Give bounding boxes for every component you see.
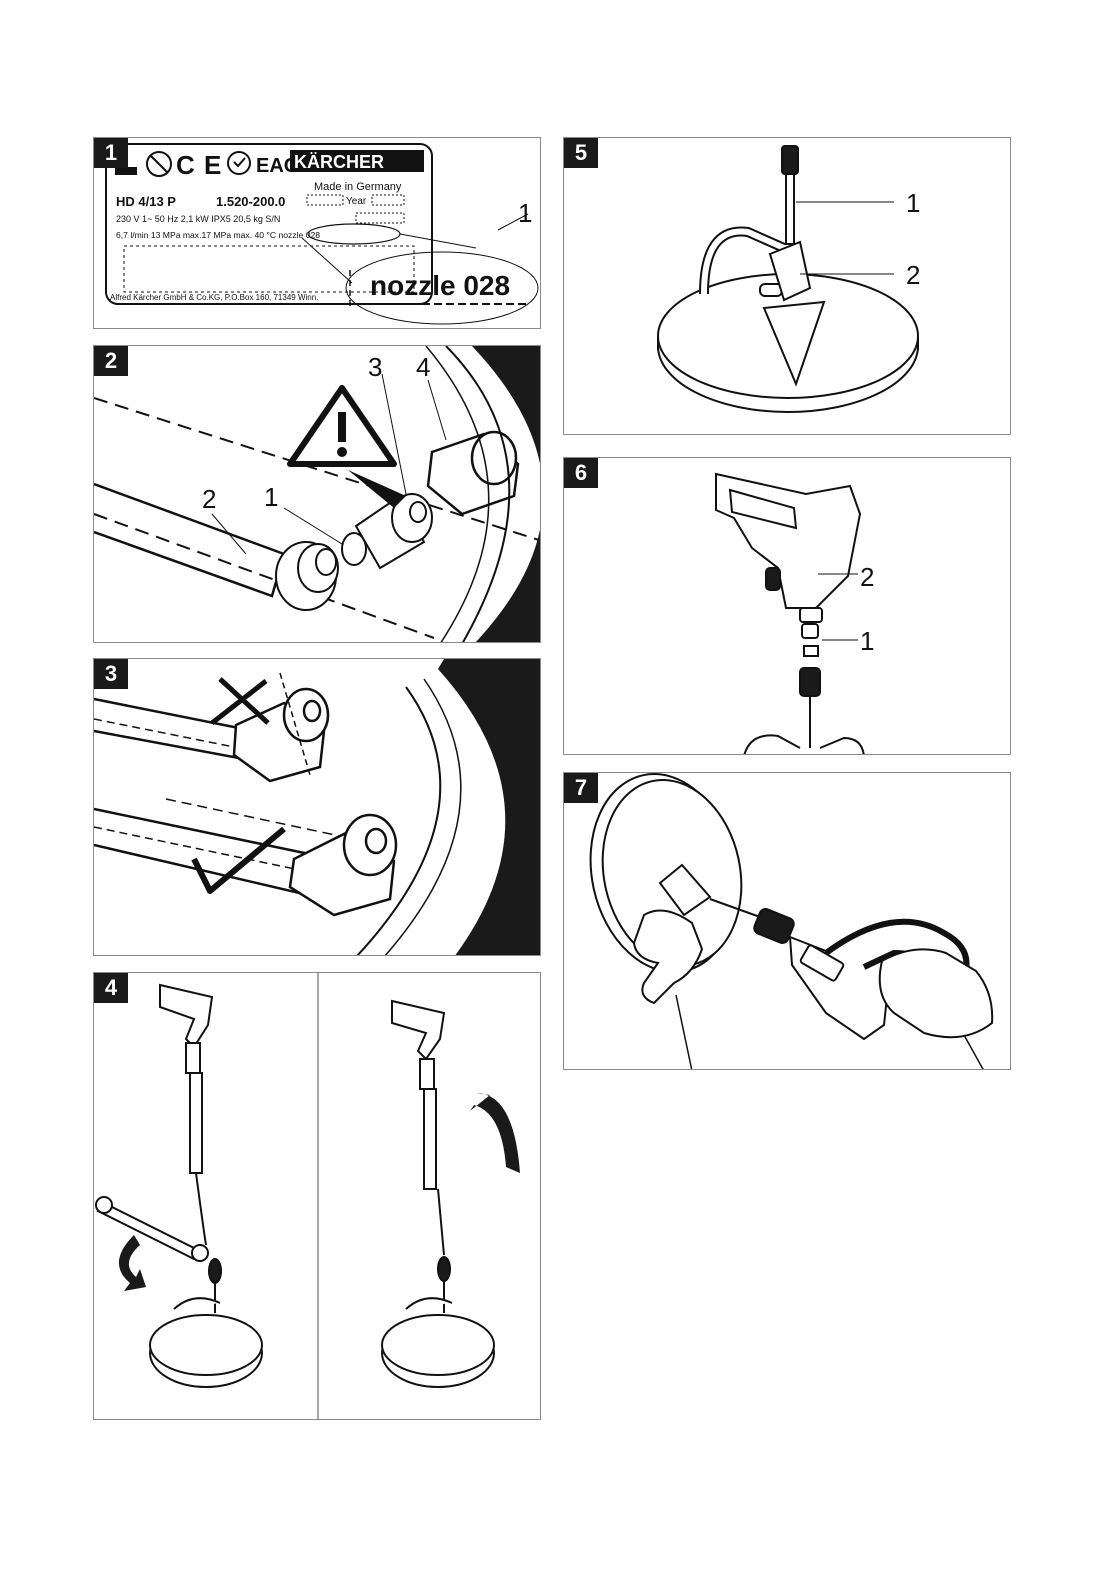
- made-in-text: Made in Germany: [314, 181, 402, 193]
- panel-step-7: 7: [563, 772, 1011, 1070]
- callout-2: 2: [202, 484, 216, 514]
- address-line: Alfred Kärcher GmbH & Co.KG, P.O.Box 160…: [110, 293, 318, 302]
- step-number-badge: 2: [94, 346, 128, 376]
- rotate-arrow-icon-2: [470, 1093, 520, 1173]
- step-number-badge: 3: [94, 659, 128, 689]
- callout-4: 4: [416, 352, 430, 382]
- brand-logo: KÄRCHER: [294, 152, 384, 172]
- step-number-badge: 4: [94, 973, 128, 1003]
- panel-step-3: 3: [93, 658, 541, 956]
- panel-step-2: 2: [93, 345, 541, 643]
- callout-1: 1: [518, 198, 532, 228]
- lance-install-illustration: [94, 973, 541, 1420]
- callout-3: 3: [368, 352, 382, 382]
- nameplate-illustration: C E EAC KÄRCHER Made in Germany HD 4/13 …: [94, 138, 541, 329]
- callout-2: 2: [906, 260, 920, 290]
- step-number-badge: 6: [564, 458, 598, 488]
- rotate-arrow-icon: [119, 1235, 146, 1291]
- step-number-badge: 7: [564, 773, 598, 803]
- panel-step-6: 6 2 1: [563, 457, 1011, 755]
- panel-step-5: 5 1 2: [563, 137, 1011, 435]
- left-hand-icon: [634, 911, 702, 1004]
- panel-step-1: 1 C E EAC KÄRCHER Made in Germany HD 4/1…: [93, 137, 541, 329]
- assembled-unit-illustration: [564, 773, 1011, 1070]
- part-number-text: 1.520-200.0: [216, 194, 285, 209]
- model-text: HD 4/13 P: [116, 194, 176, 209]
- gun-adapter-illustration: 2 1: [564, 458, 1011, 755]
- nozzle-zoom-text: nozzle 028: [370, 270, 510, 301]
- incorrect-x-icon: [212, 679, 268, 723]
- wrench-icon: [96, 1197, 208, 1261]
- step-number-badge: 5: [564, 138, 598, 168]
- ce-mark-2: E: [204, 150, 221, 180]
- ce-mark: C: [176, 150, 195, 180]
- step-number-badge: 1: [94, 138, 128, 168]
- callout-2: 2: [860, 562, 874, 592]
- right-hand-icon: [880, 949, 992, 1037]
- callout-1: 1: [264, 482, 278, 512]
- spec-line: 230 V 1~ 50 Hz 2,1 kW IPX5 20,5 kg S/N: [116, 214, 280, 224]
- panel-step-4: 4: [93, 972, 541, 1420]
- flow-line: 6,7 l/min 13 MPa max.17 MPa max. 40 °C n…: [116, 230, 320, 240]
- callout-1: 1: [860, 626, 874, 656]
- orientation-illustration: [94, 659, 541, 956]
- nozzle-assembly-illustration: 2 1 3 4: [94, 346, 541, 643]
- surface-cleaner-illustration: 1 2: [564, 138, 1011, 435]
- callout-1: 1: [906, 188, 920, 218]
- year-label: Year: [346, 196, 367, 207]
